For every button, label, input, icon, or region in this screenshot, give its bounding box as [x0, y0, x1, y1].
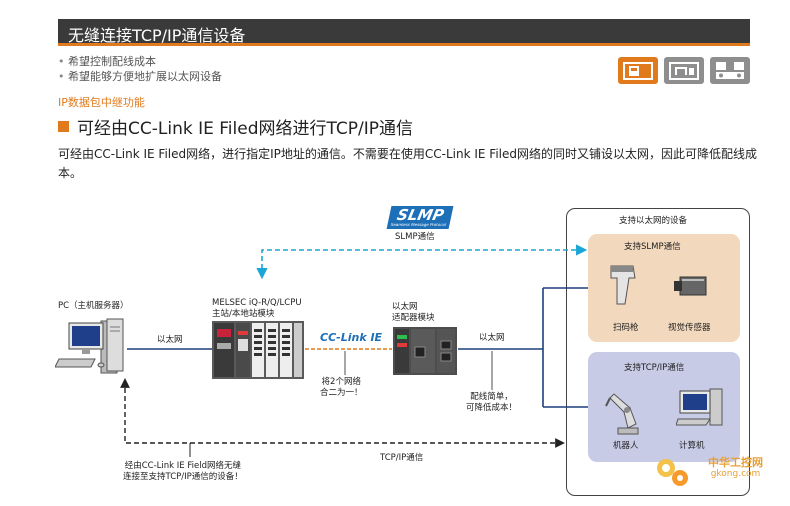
plc-label: MELSEC iQ-R/Q/LCPU 主站/本地站模块 — [212, 298, 302, 319]
wiring-note: 配线简单， 可降低成本！ — [466, 392, 518, 413]
machine-icon — [664, 57, 704, 84]
header-bar: 无缝连接TCP/IP通信设备 — [58, 19, 750, 46]
ethernet-right-label: 以太网 — [479, 333, 505, 343]
plc-module-icon — [212, 321, 304, 379]
adapter-label: 以太网 适配器模块 — [392, 302, 435, 323]
tcp-comm-label: TCP/IP通信 — [380, 453, 424, 463]
merge-note: 将2个网络 合二为一！ — [320, 377, 363, 398]
vision-sensor-label: 视觉传感器 — [668, 323, 711, 333]
network-diagram: SLMP Seamless Message Protocol SLMP通信 PC… — [0, 195, 790, 506]
slmp-devices-panel — [588, 234, 740, 342]
page-title: 无缝连接TCP/IP通信设备 — [68, 26, 246, 45]
ethernet-adapter-icon — [393, 327, 457, 375]
tcp-devices-title: 支持TCP/IP通信 — [624, 363, 685, 373]
vision-sensor-icon — [674, 276, 707, 296]
network-icon — [710, 57, 750, 84]
ethernet-left-label: 以太网 — [157, 335, 183, 345]
factory-icon — [618, 57, 658, 84]
computer-label: 计算机 — [679, 441, 705, 451]
scanner-label: 扫码枪 — [613, 323, 639, 333]
slmp-comm-label: SLMP通信 — [395, 232, 435, 242]
bullet-item: 希望能够方便地扩展以太网设备 — [58, 69, 222, 84]
description-text: 可经由CC-Link IE Filed网络，进行指定IP地址的通信。不需要在使用… — [58, 147, 757, 180]
bullet-item: 希望控制配线成本 — [58, 54, 222, 69]
slmp-devices-title: 支持SLMP通信 — [624, 242, 681, 252]
barcode-scanner-icon — [610, 265, 636, 305]
feature-bullets: 希望控制配线成本 希望能够方便地扩展以太网设备 — [58, 54, 222, 84]
diagram-lines — [120, 244, 588, 457]
category-badges — [618, 57, 750, 84]
slmp-logo: SLMP Seamless Message Protocol — [386, 206, 454, 229]
section-title-text: 可经由CC-Link IE Filed网络进行TCP/IP通信 — [77, 119, 413, 139]
section-title: 可经由CC-Link IE Filed网络进行TCP/IP通信 — [58, 114, 413, 139]
watermark-text: 中华工控网 gkong.com — [708, 456, 763, 479]
robot-arm-icon — [605, 393, 639, 435]
robot-label: 机器人 — [613, 441, 639, 451]
pc-label: PC（主机服务器） — [58, 301, 129, 311]
bottom-note: 经由CC-Link IE Field网络无缝 连接至支持TCP/IP通信的设备！ — [123, 461, 243, 482]
computer-icon — [55, 318, 124, 374]
cclink-ie-logo: CC-Link IE — [320, 331, 383, 344]
title-marker — [58, 121, 69, 132]
computer-device-icon — [676, 388, 723, 426]
gear-logo-icon — [657, 459, 688, 486]
subheading: IP数据包中继功能 — [58, 96, 145, 109]
ethernet-devices-title: 支持以太网的设备 — [619, 216, 688, 226]
